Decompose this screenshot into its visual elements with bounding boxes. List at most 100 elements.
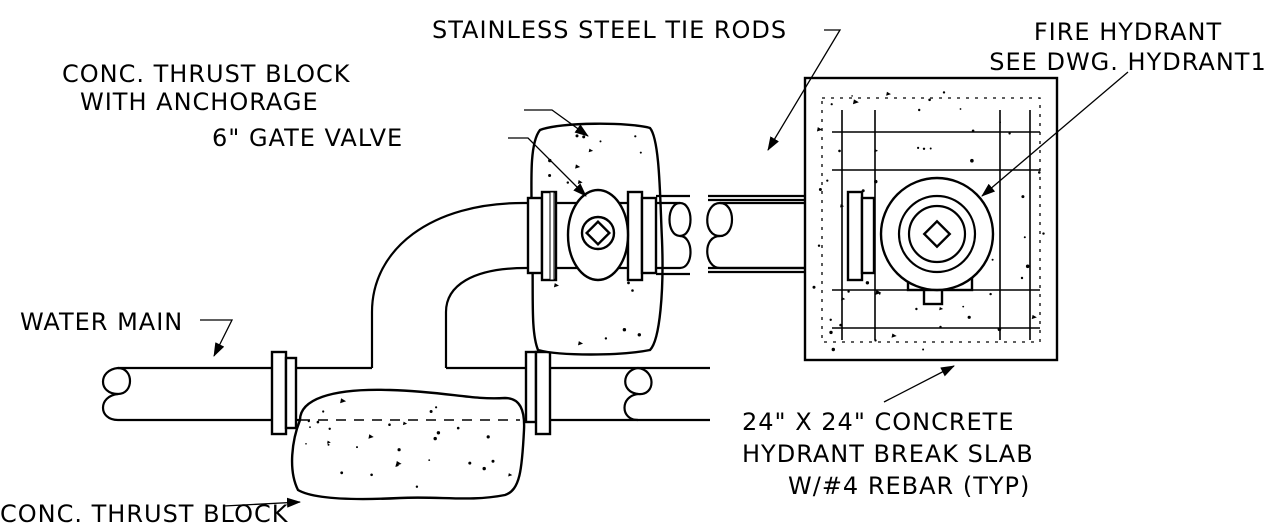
aggregate-dot [1025, 264, 1030, 269]
aggregate-dot [575, 134, 579, 138]
aggregate-dot [818, 188, 822, 191]
aggregate-dot [861, 189, 865, 193]
aggregate-dot [991, 258, 994, 261]
aggregate-dot [397, 448, 401, 452]
aggregate-dot [1038, 171, 1041, 174]
aggregate-dot [874, 179, 878, 184]
aggregate-dot [305, 443, 307, 445]
aggregate-dot [433, 436, 437, 441]
aggregate-dot [939, 325, 942, 329]
aggregate-dot [1020, 276, 1024, 280]
aggregate-fleck [402, 421, 408, 426]
aggregate-dot [456, 426, 460, 430]
aggregate-dot [829, 318, 832, 321]
label-tie-rods: STAINLESS STEEL TIE RODS [432, 16, 787, 44]
aggregate-fleck [577, 180, 583, 185]
aggregate-dot [1023, 236, 1026, 239]
label-thrust-block-anchorage-2: WITH ANCHORAGE [80, 88, 319, 116]
aggregate-fleck [939, 306, 944, 311]
aggregate-fleck [816, 127, 823, 132]
aggregate-dot [566, 181, 569, 184]
label-break-slab-3: W/#4 REBAR (TYP) [788, 472, 1030, 500]
aggregate-dot [356, 446, 358, 449]
aggregate-dot [604, 337, 608, 340]
leader-lines [200, 29, 1129, 508]
valve-flange-right [626, 190, 658, 282]
label-fire-hydrant-1: FIRE HYDRANT [1034, 18, 1222, 46]
aggregate-dot [971, 129, 975, 133]
aggregate-fleck [368, 434, 374, 439]
aggregate-dot [817, 244, 821, 247]
label-thrust-block-bottom: CONC. THRUST BLOCK [0, 500, 289, 528]
main-flange-left [270, 350, 298, 436]
aggregate-dot [309, 426, 311, 428]
aggregate-dot [637, 333, 641, 337]
aggregate-dot [851, 95, 853, 97]
aggregate-fleck [886, 91, 891, 96]
water-main-pipe [102, 366, 710, 422]
aggregate-dot [328, 427, 331, 430]
aggregate-dot [482, 466, 486, 471]
aggregate-dot [599, 140, 602, 143]
main-flange-right [524, 350, 552, 436]
aggregate-dot [627, 281, 630, 285]
aggregate-fleck [575, 164, 581, 169]
aggregate-fleck [840, 204, 845, 208]
aggregate-dot [316, 420, 320, 424]
aggregate-dot [830, 103, 833, 106]
aggregate-dot [915, 307, 918, 311]
aggregate-dot [634, 135, 637, 138]
aggregate-fleck [395, 463, 400, 468]
aggregate-dot [838, 149, 841, 153]
aggregate-dot [812, 285, 816, 289]
aggregate-dot [468, 461, 472, 465]
aggregate-dot [997, 327, 1002, 332]
aggregate-dot [962, 305, 965, 308]
aggregate-dot [491, 459, 495, 463]
aggregate-dot [874, 339, 877, 342]
aggregate-dot [486, 435, 490, 439]
aggregate-dot [989, 292, 992, 296]
hydrant-flange [846, 190, 876, 282]
aggregate-dot [435, 406, 438, 409]
aggregate-dot [970, 158, 974, 163]
aggregate-dot [1021, 195, 1025, 199]
gate-valve [566, 188, 630, 282]
aggregate-dot [942, 91, 946, 94]
aggregate-fleck [874, 148, 879, 153]
aggregate-fleck [852, 99, 859, 105]
aggregate-dot [922, 348, 925, 351]
aggregate-dot [322, 410, 325, 413]
aggregate-dot [1042, 232, 1045, 235]
label-break-slab-2: HYDRANT BREAK SLAB [742, 440, 1034, 468]
aggregate-dot [865, 281, 870, 285]
aggregate-dot [829, 330, 833, 335]
aggregate-dot [929, 147, 932, 150]
aggregate-fleck [841, 296, 846, 301]
aggregate-fleck [1031, 314, 1037, 320]
aggregate-fleck [577, 341, 584, 346]
aggregate-dot [831, 347, 835, 352]
aggregate-dot [388, 423, 391, 427]
aggregate-dot [582, 135, 586, 139]
aggregate-dot [370, 473, 373, 477]
aggregate-dot [826, 179, 829, 182]
aggregate-dot [917, 146, 920, 149]
aggregate-dot [631, 289, 634, 292]
aggregate-fleck [508, 473, 513, 477]
aggregate-fleck [553, 283, 559, 288]
aggregate-dot [307, 420, 310, 423]
aggregate-dot [922, 147, 926, 150]
aggregate-dot [415, 485, 419, 488]
fire-hydrant [879, 176, 995, 306]
aggregate-dot [548, 174, 552, 177]
label-break-slab-1: 24" X 24" CONCRETE [742, 408, 1015, 436]
aggregate-dot [436, 431, 441, 435]
concrete-aggregate [305, 91, 1045, 488]
aggregate-dot [622, 328, 627, 332]
aggregate-dot [839, 323, 842, 327]
aggregate-dot [639, 151, 642, 154]
aggregate-dot [327, 443, 330, 446]
label-thrust-block-anchorage-1: CONC. THRUST BLOCK [62, 60, 351, 88]
aggregate-fleck [327, 440, 331, 444]
